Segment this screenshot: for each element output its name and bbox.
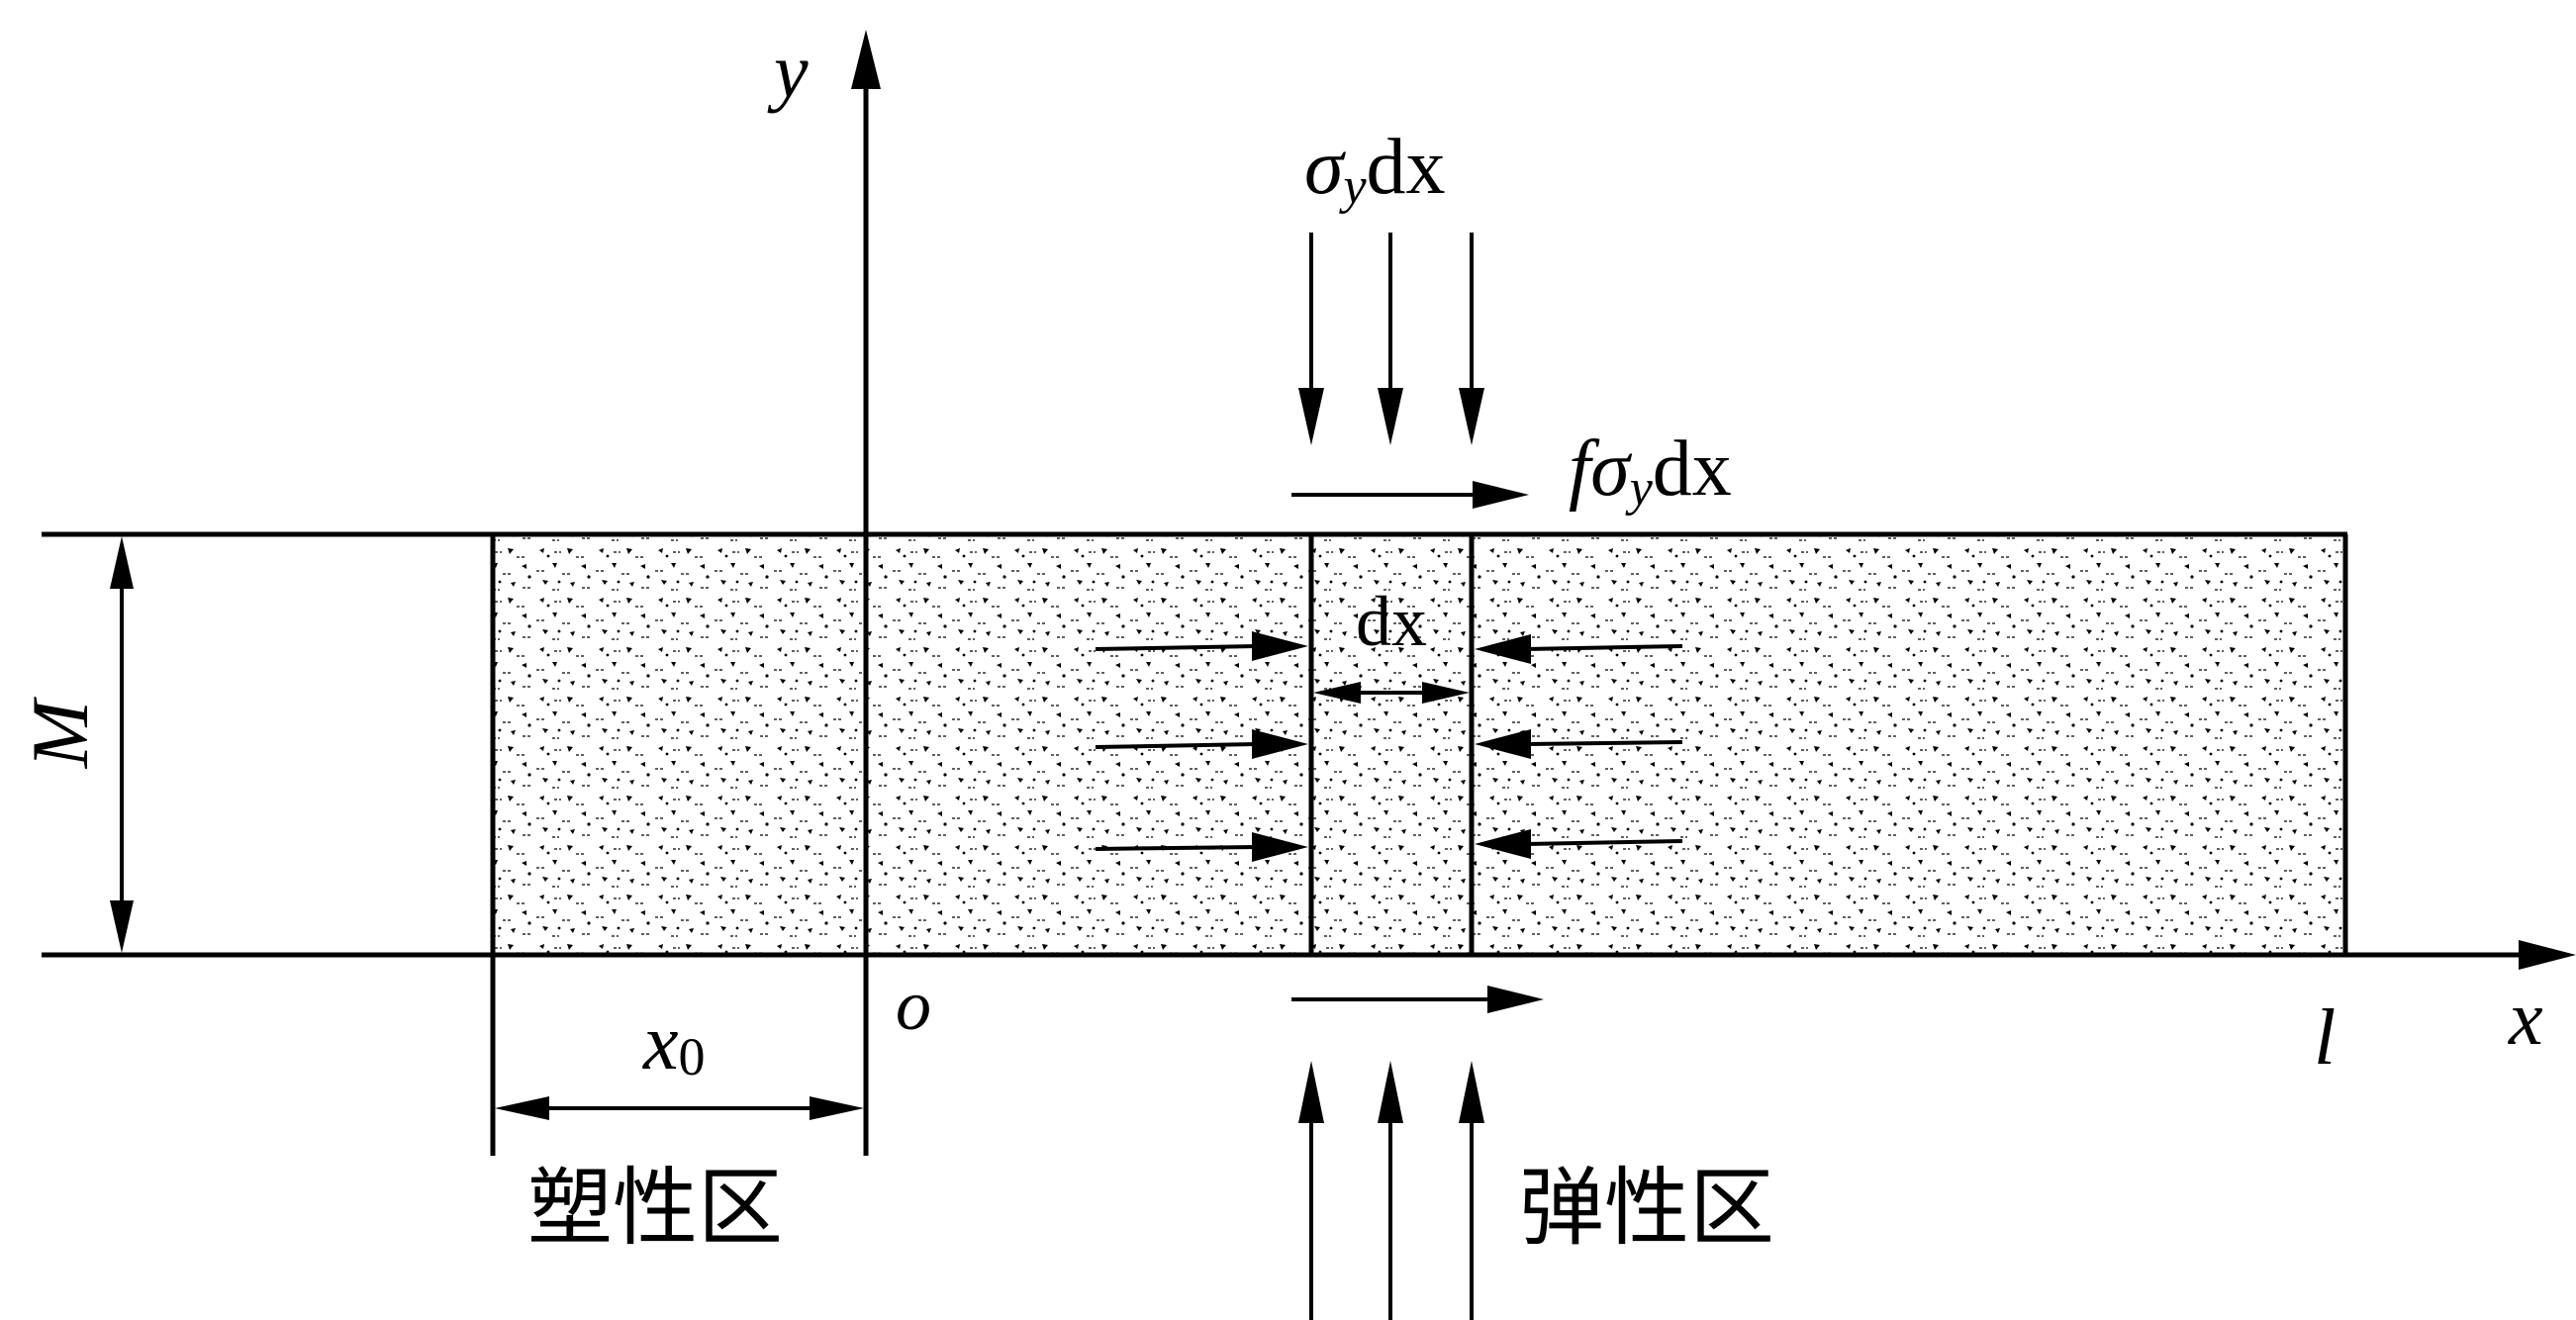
- length-end-label: l: [2314, 994, 2336, 1082]
- bottom-friction-arrow: [1291, 986, 1544, 1013]
- x0-arrowhead-left: [495, 1096, 549, 1120]
- dx-arrowhead-right: [1422, 682, 1470, 704]
- y-axis-label: y: [767, 28, 809, 114]
- dx-arrowhead-left: [1313, 682, 1361, 704]
- x-axis-label: x: [2508, 975, 2543, 1061]
- y-axis-arrowhead: [851, 30, 881, 89]
- friction-stress-label: fσydx: [1569, 425, 1732, 517]
- left-horizontal-stress-arrows: [1095, 631, 1308, 862]
- thickness-arrowhead-top: [110, 536, 134, 589]
- thickness-arrowhead-bottom: [110, 900, 134, 953]
- top-friction-arrow: [1291, 481, 1529, 509]
- thickness-label: M: [15, 696, 105, 769]
- elastic-zone-label: 弹性区: [1519, 1159, 1774, 1258]
- origin-label: o: [896, 966, 931, 1045]
- top-normal-stress-arrows: [1298, 233, 1484, 445]
- right-horizontal-stress-arrows: [1475, 634, 1683, 859]
- x0-arrowhead-right: [810, 1096, 864, 1120]
- element-width-label: dx: [1356, 582, 1427, 661]
- plastic-zone-body: [493, 534, 867, 953]
- plastic-zone-label: 塑性区: [527, 1159, 783, 1258]
- x0-label: x0: [642, 999, 706, 1086]
- normal-stress-label: σydx: [1304, 124, 1446, 215]
- x-axis-arrowhead: [2519, 940, 2576, 970]
- bottom-normal-stress-arrows: [1298, 1061, 1484, 1320]
